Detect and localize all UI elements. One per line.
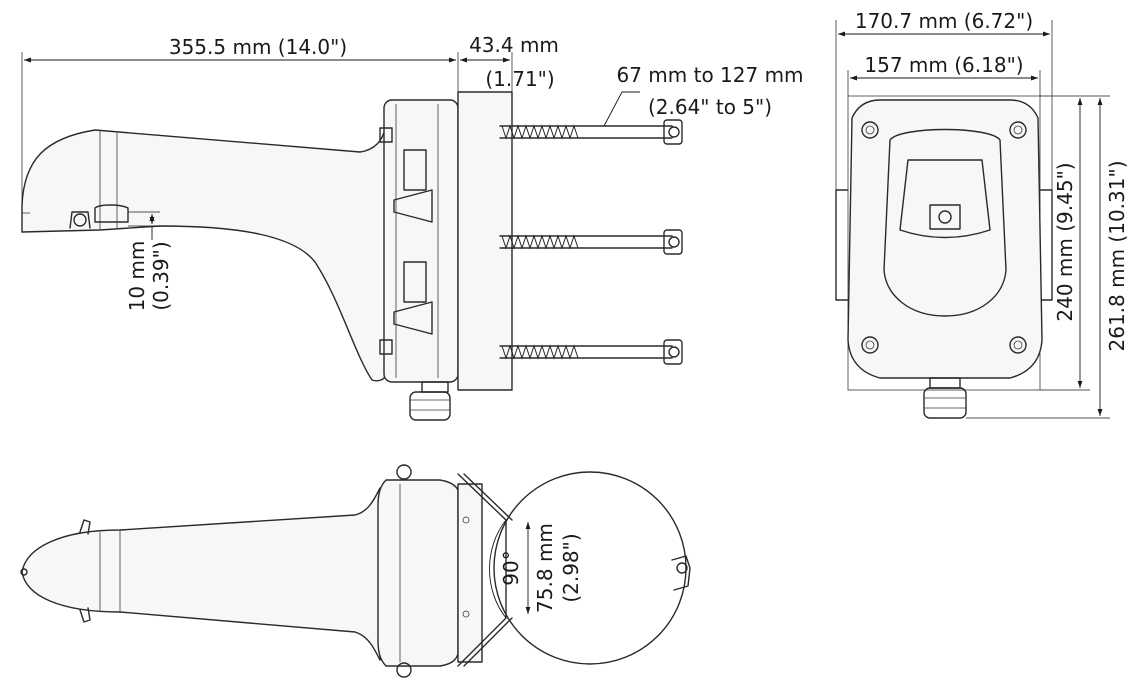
- drop-in-label: (0.39"): [149, 241, 173, 310]
- flange-depth-in-label: (1.71"): [485, 67, 554, 91]
- pole-range-leader-line: [603, 91, 640, 127]
- clamp-size-mm-label: 75.8 mm: [533, 523, 557, 613]
- pole-range-in-label: (2.64" to 5"): [648, 95, 772, 119]
- pole-range-mm-label: 67 mm to 127 mm: [616, 63, 803, 87]
- side-view-junction-box: [383, 99, 459, 383]
- top-view-junction-box: [377, 479, 459, 667]
- top-view-clamp-latch: [671, 555, 691, 591]
- side-view: 355.5 mm (14.0") 43.4 mm (1.71") 67 mm t…: [21, 33, 804, 421]
- front-view-bolts: [861, 121, 1027, 354]
- inner-width-label: 157 mm (6.18"): [864, 53, 1023, 77]
- total-length-label: 355.5 mm (14.0"): [169, 35, 347, 59]
- outer-height-label: 261.8 mm (10.31"): [1105, 161, 1129, 352]
- angle-label: 90°: [499, 550, 523, 585]
- front-view: 170.7 mm (6.72") 157 mm (6.18") 240 mm (…: [835, 9, 1129, 419]
- flange-depth-mm-label: 43.4 mm: [469, 33, 559, 57]
- side-view-clamp-screws: [499, 119, 683, 365]
- front-view-junction-box: [847, 99, 1043, 379]
- side-view-arm: [21, 127, 386, 382]
- top-view-arm: [21, 487, 381, 661]
- clamp-size-in-label: (2.98"): [559, 533, 583, 602]
- top-view: 90° 75.8 mm (2.98"): [20, 464, 691, 678]
- side-view-flange-plate: [457, 91, 513, 391]
- outer-width-label: 170.7 mm (6.72"): [855, 9, 1033, 33]
- angle-arc: [489, 519, 507, 619]
- top-view-pole: [493, 471, 687, 665]
- drop-mm-label: 10 mm: [125, 241, 149, 312]
- inner-height-label: 240 mm (9.45"): [1053, 162, 1077, 321]
- side-view-cable-gland: [409, 381, 451, 421]
